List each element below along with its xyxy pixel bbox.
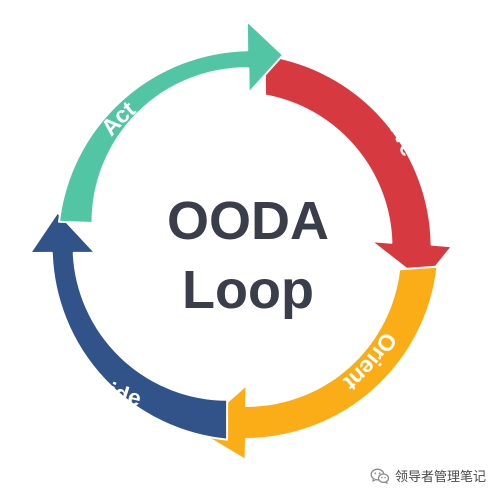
- wechat-icon: [370, 468, 390, 484]
- watermark-text: 领导者管理笔记: [394, 469, 486, 484]
- decide-arrow-segment: [29, 211, 229, 441]
- observe-arrow-segment: [263, 54, 453, 283]
- center-title-line2: Loop: [182, 260, 314, 320]
- orient-arrow-segment: [194, 265, 439, 461]
- center-title-line1: OODA: [167, 191, 329, 251]
- act-arrow-segment: [58, 20, 284, 224]
- watermark: 领导者管理笔记: [370, 466, 486, 485]
